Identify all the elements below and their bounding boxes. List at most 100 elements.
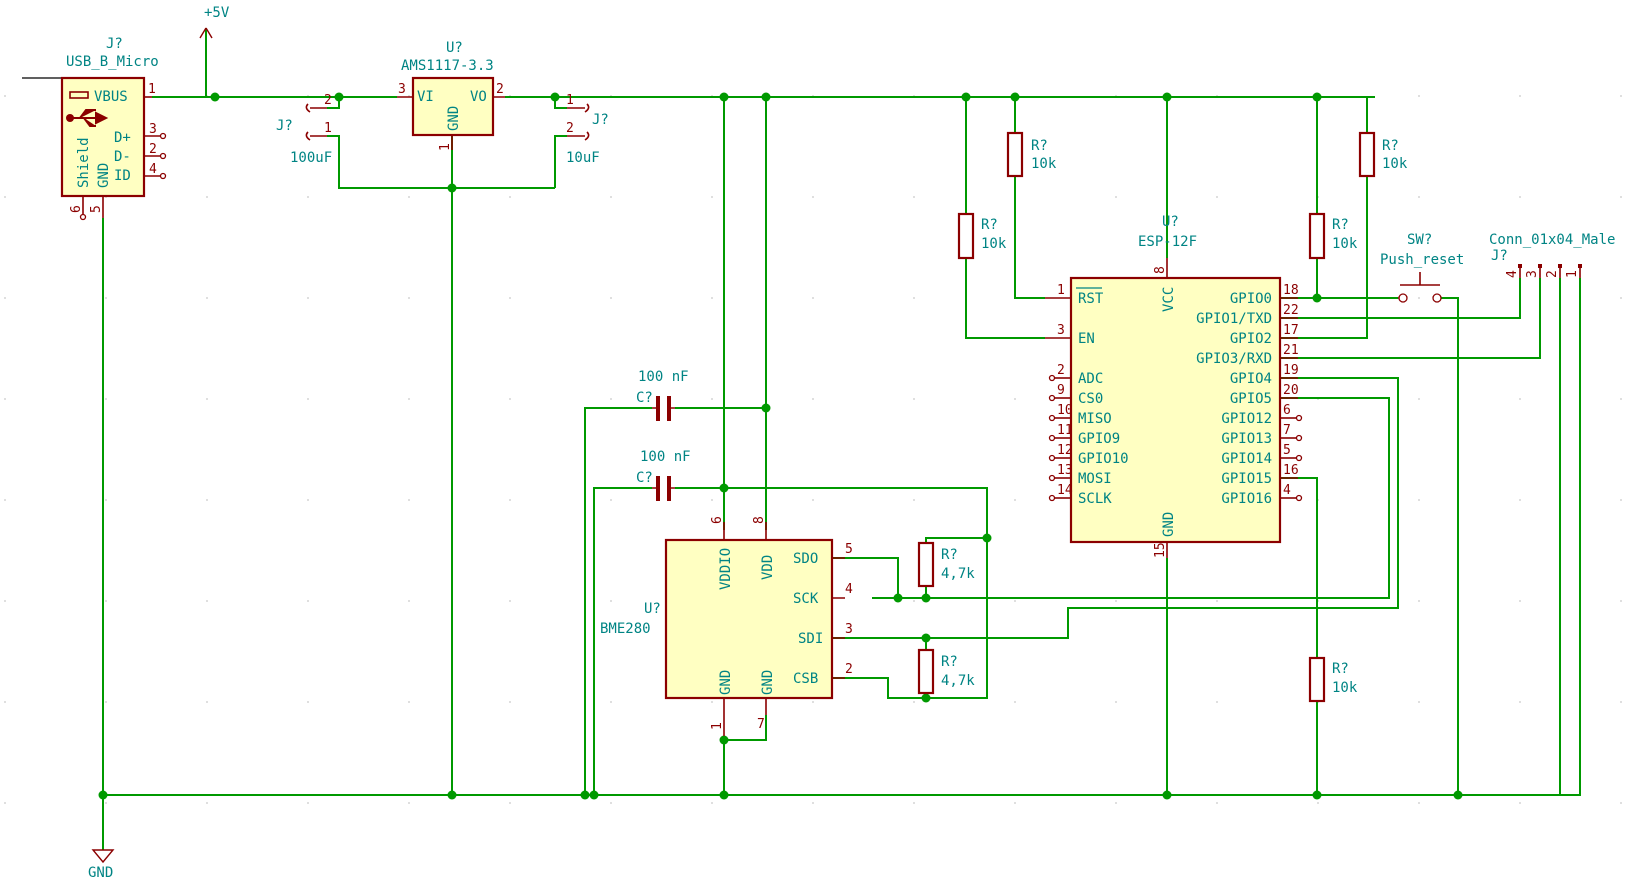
capacitor-2: 100 nF C? [636,449,691,501]
resistor-1-ref: R? [1031,138,1048,154]
resistor-6-ref: R? [941,547,958,563]
bme-num-gnd1: 1 [710,722,725,730]
esp-left-pin-name: GPIO10 [1078,451,1129,467]
bme-num-vddio: 6 [710,516,725,524]
bme-value: BME280 [600,621,651,637]
esp-right-pin-num: 19 [1283,363,1299,378]
regulator-ref: U? [446,40,463,56]
bme-num-gnd2: 7 [757,717,765,732]
bme-pin-csb: CSB [793,671,818,687]
regulator-num-vo: 2 [496,82,504,97]
esp-right-pin-num: 18 [1283,283,1299,298]
connector-value: Conn_01x04_Male [1489,232,1615,248]
bme-num-csb: 2 [845,662,853,677]
resistor-5-ref: R? [1332,661,1349,677]
usb-connector: J? USB_B_Micro VBUS D+ D- ID Shield GND … [22,36,167,221]
resistor-5: R? 10k [1308,656,1358,703]
switch-value: Push_reset [1380,252,1464,268]
bme-num-vdd: 8 [752,516,767,524]
usb-pin-dminus: D- [114,149,131,165]
bme-num-sck: 4 [845,582,853,597]
capacitor-2-value: 100 nF [640,449,691,465]
esp-right-pin-num: 22 [1283,303,1299,318]
bme-ref: U? [644,601,661,617]
usb-pin-vbus: VBUS [94,89,128,105]
esp-num-vcc: 8 [1153,266,1168,274]
esp-right-pin-num: 4 [1283,483,1291,498]
output-capacitor: 1 2 J? 10uF [566,93,609,166]
bme-num-sdo: 5 [845,542,853,557]
resistor-7: R? 4,7k [917,648,975,695]
connector-ref: J? [1491,248,1508,264]
switch-ref: SW? [1407,232,1432,248]
resistor-7-value: 4,7k [941,673,975,689]
resistor-5-value: 10k [1332,680,1358,696]
conn-pin-3: 3 [1525,270,1540,278]
vcc-label: +5V [204,5,230,21]
esp-right-pin-name: GPIO12 [1221,411,1272,427]
esp-left-pin-num: 9 [1057,383,1065,398]
resistor-4-value: 10k [1382,156,1408,172]
usb-num-dplus: 3 [149,122,157,137]
regulator: U? AMS1117-3.3 VI VO GND 3 2 1 [397,40,505,151]
bme280: U? BME280 VDDIO VDD GND GND SDO SCK SDI … [600,516,853,736]
gnd-symbol: GND [88,849,115,881]
conn-pin-2: 2 [1545,270,1560,278]
usb-num-gnd: 5 [89,205,104,213]
esp-right-pin-name: GPIO16 [1221,491,1272,507]
bme-pin-gnd2: GND [760,670,776,695]
junctions [98,92,1463,800]
esp-right-pin-name: GPIO2 [1230,331,1272,347]
push-reset-switch: SW? Push_reset [1380,232,1464,303]
esp-left-pin-name: SCLK [1078,491,1112,507]
regulator-pin-vi: VI [417,89,434,105]
usb-port-icon [69,91,89,99]
cout-ref: J? [592,112,609,128]
resistor-6-value: 4,7k [941,566,975,582]
usb-pin-dplus: D+ [114,130,131,146]
regulator-pin-gnd: GND [446,106,462,131]
bme-num-sdi: 3 [845,622,853,637]
cout-pin-a: 1 [566,93,574,108]
esp-12f: U? ESP-12F VCC GND 8 15 RST1EN3ADC2CS09M… [1045,214,1303,558]
esp-left-pin-num: 14 [1057,483,1073,498]
usb-pin-id: ID [114,168,131,184]
esp-right-pin-num: 21 [1283,343,1299,358]
esp-value: ESP-12F [1138,234,1197,250]
bme-pin-vddio: VDDIO [718,548,734,590]
resistor-2-value: 10k [981,236,1007,252]
conn-01x04: Conn_01x04_Male J? 4 3 2 1 [1489,232,1615,795]
esp-left-pin-name: EN [1078,331,1095,347]
esp-right-pin-name: GPIO3/RXD [1196,351,1272,367]
esp-left-pin-name: GPIO9 [1078,431,1120,447]
usb-ref: J? [106,36,123,52]
wires [102,28,1581,850]
esp-num-gnd: 15 [1153,542,1168,558]
esp-right-pin-name: GPIO1/TXD [1196,311,1272,327]
esp-pin-vcc: VCC [1161,287,1177,312]
cin-value: 100uF [290,150,332,166]
bme-pin-gnd1: GND [718,670,734,695]
cin-ref: J? [276,118,293,134]
usb-value: USB_B_Micro [66,54,159,70]
esp-left-pin-num: 2 [1057,363,1065,378]
resistor-6: R? 4,7k [917,541,975,588]
gnd-label: GND [88,865,113,881]
conn-pin-4: 4 [1505,270,1520,278]
cout-value: 10uF [566,150,600,166]
esp-right-pin-num: 7 [1283,423,1291,438]
resistor-2: R? 10k [957,212,1007,260]
usb-num-vbus: 1 [148,82,156,97]
esp-ref: U? [1162,214,1179,230]
esp-right-pin-num: 6 [1283,403,1291,418]
bme-pin-vdd: VDD [760,555,776,580]
resistor-3-ref: R? [1332,217,1349,233]
usb-pin-shield: Shield [76,137,92,188]
esp-left-pins: RST1EN3ADC2CS09MISO10GPIO911GPIO1012MOSI… [1045,283,1129,507]
esp-right-pin-name: GPIO14 [1221,451,1272,467]
conn-pin-1: 1 [1565,270,1580,278]
esp-right-pin-name: GPIO15 [1221,471,1272,487]
esp-right-pin-num: 5 [1283,443,1291,458]
resistor-3-value: 10k [1332,236,1358,252]
